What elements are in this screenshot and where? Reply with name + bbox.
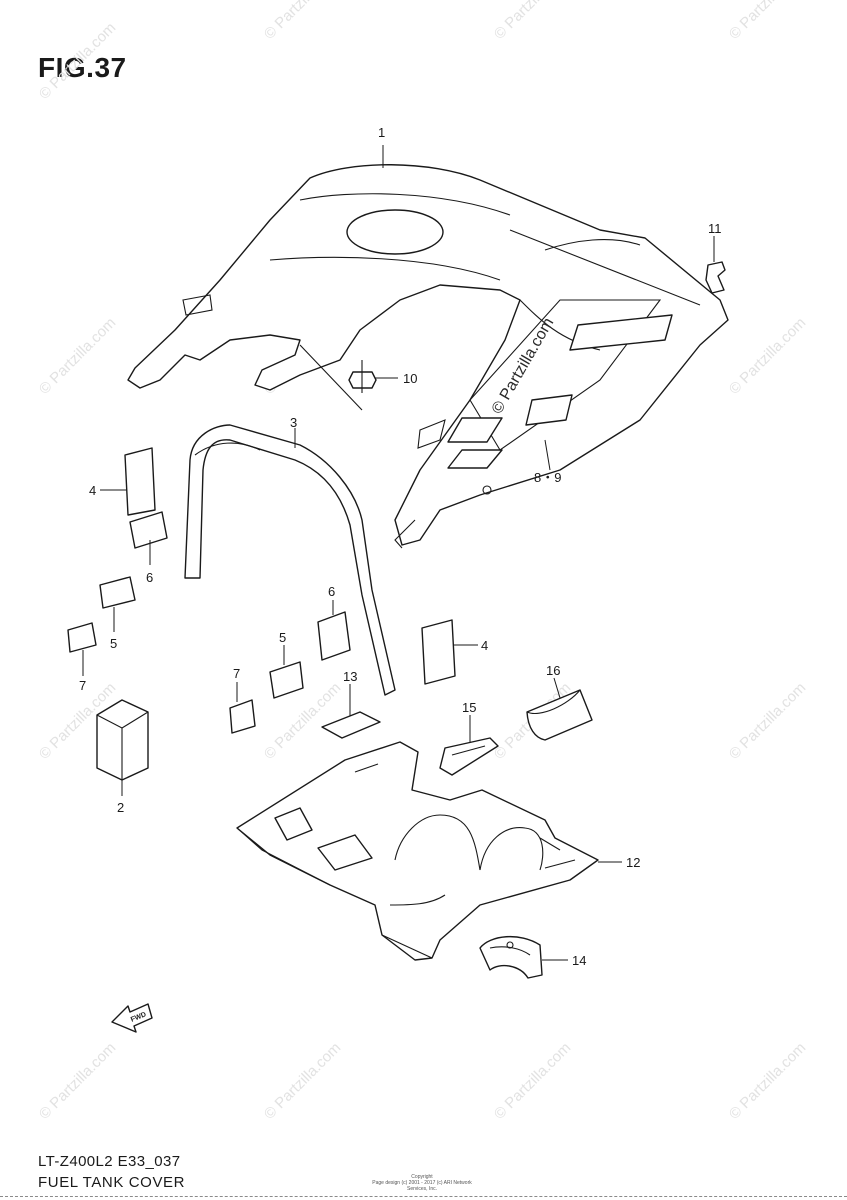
part-10-clip bbox=[299, 344, 377, 411]
callout-15: 15 bbox=[462, 700, 476, 715]
watermark-text: © Partzilla.com bbox=[36, 1039, 119, 1122]
callout-4-right: 4 bbox=[481, 638, 488, 653]
callout-8-9: 8・9 bbox=[534, 470, 561, 485]
callout-16: 16 bbox=[546, 663, 560, 678]
part-5-pad-left bbox=[99, 576, 136, 609]
callout-10: 10 bbox=[403, 371, 417, 386]
watermark-text: © Partzilla.com bbox=[726, 0, 809, 43]
part-6-pad-center bbox=[317, 611, 351, 661]
copyright-line-1: Copyright bbox=[411, 1174, 433, 1180]
watermark-text: © Partzilla.com bbox=[36, 19, 119, 102]
callout-6-center: 6 bbox=[328, 584, 335, 599]
callout-labels: 1 10 11 3 4 6 5 7 2 6 5 7 4 13 15 16 12 … bbox=[79, 125, 722, 968]
callout-6-left: 6 bbox=[146, 570, 153, 585]
callout-12: 12 bbox=[626, 855, 640, 870]
fwd-arrow-icon: FWD bbox=[111, 1003, 153, 1033]
callout-13: 13 bbox=[343, 669, 357, 684]
copyright-line-2: Page design (c) 2001 - 2017 (c) ARI Netw… bbox=[372, 1180, 472, 1192]
part-6-pad-left bbox=[129, 511, 168, 549]
part-7-pad-left bbox=[67, 622, 97, 653]
watermark-text: © Partzilla.com bbox=[491, 0, 574, 43]
part-16-cover bbox=[526, 689, 593, 741]
watermark-text: © Partzilla.com bbox=[261, 0, 344, 43]
watermark-text: © Partzilla.com bbox=[726, 679, 809, 762]
callout-4-left: 4 bbox=[89, 483, 96, 498]
part-7-pad-center bbox=[229, 699, 256, 734]
callout-2: 2 bbox=[117, 800, 124, 815]
part-14-spacer bbox=[479, 935, 543, 979]
part-5-pad-center bbox=[269, 661, 304, 699]
callout-1: 1 bbox=[378, 125, 385, 140]
bottom-divider bbox=[0, 1196, 847, 1197]
part-11-rivet bbox=[705, 236, 726, 294]
part-15-bracket bbox=[439, 737, 499, 776]
callout-11: 11 bbox=[708, 221, 722, 236]
leader-lines bbox=[82, 145, 622, 961]
watermark-text: © Partzilla.com bbox=[491, 1039, 574, 1122]
callout-5-center: 5 bbox=[279, 630, 286, 645]
part-3-seal bbox=[184, 424, 396, 696]
part-13-pad bbox=[321, 711, 381, 739]
copyright-notice: Copyright Page design (c) 2001 - 2017 (c… bbox=[372, 1174, 472, 1192]
section-title: FUEL TANK COVER bbox=[38, 1174, 186, 1191]
watermark-text: © Partzilla.com bbox=[36, 314, 119, 397]
model-code: LT-Z400L2 E33_037 bbox=[38, 1153, 181, 1170]
callout-7-center: 7 bbox=[233, 666, 240, 681]
part-1-fuel-tank-cover: © Partzilla.com bbox=[127, 164, 729, 549]
part-4-pad-right bbox=[421, 619, 456, 685]
watermark-text: © Partzilla.com bbox=[726, 1039, 809, 1122]
callout-14: 14 bbox=[572, 953, 586, 968]
figure-title: FIG.37 bbox=[38, 52, 127, 83]
watermark-text: © Partzilla.com bbox=[261, 1039, 344, 1122]
callout-5-left: 5 bbox=[110, 636, 117, 651]
part-12-tray bbox=[236, 741, 599, 961]
part-2-foam-block bbox=[96, 699, 149, 781]
callout-7-left: 7 bbox=[79, 678, 86, 693]
callout-3: 3 bbox=[290, 415, 297, 430]
part-4-pad-left bbox=[124, 447, 156, 516]
watermark-text: © Partzilla.com bbox=[726, 314, 809, 397]
